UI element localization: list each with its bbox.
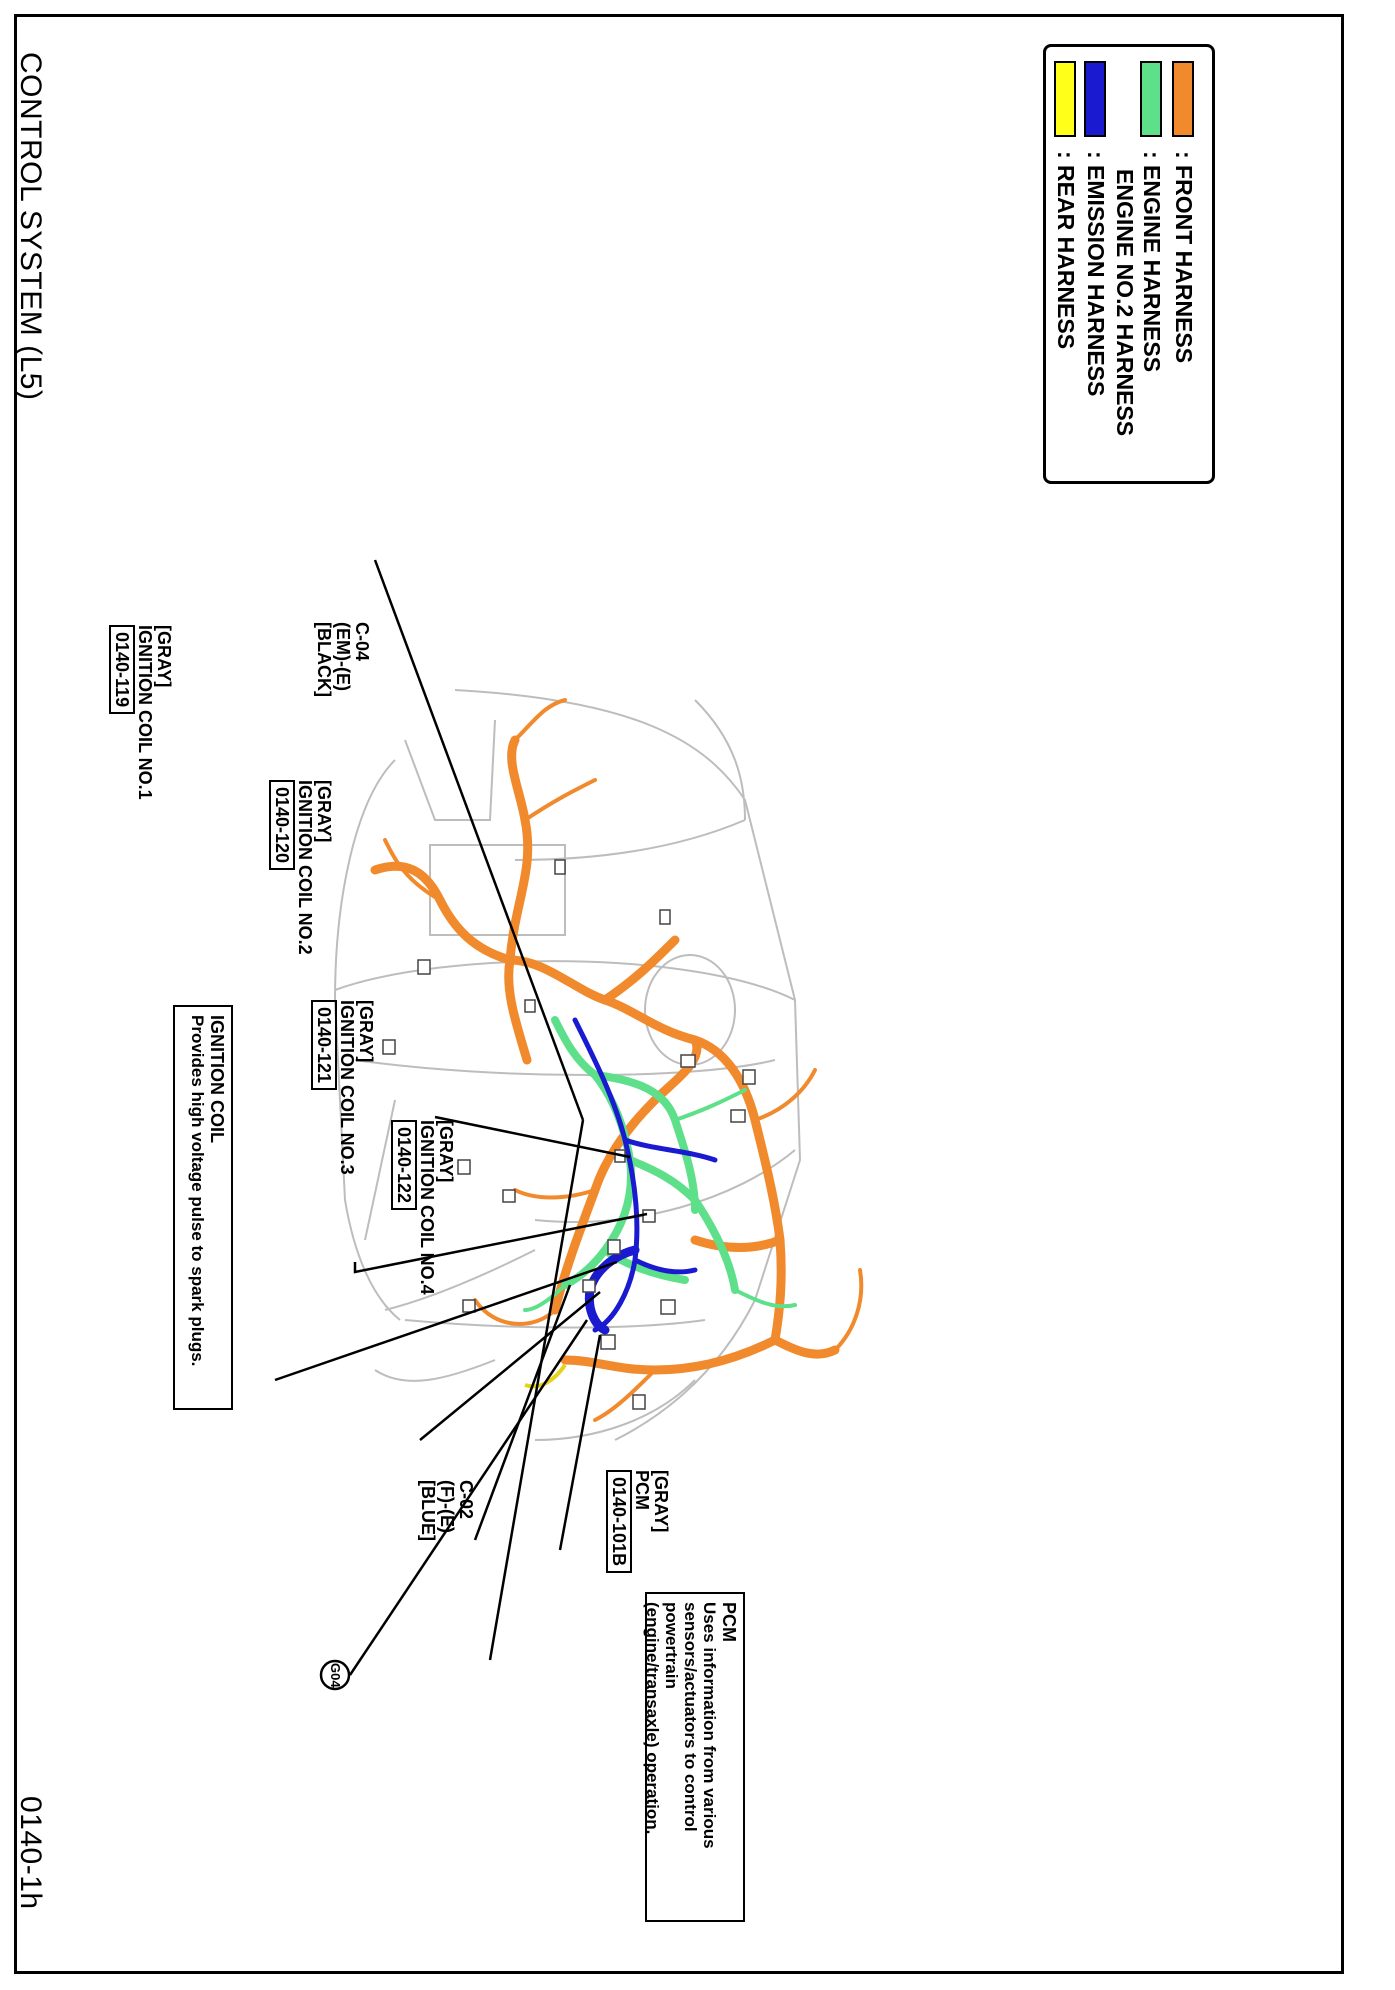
description-pcm-heading: PCM (719, 1602, 739, 1642)
callout-ignition-coil-2: [GRAY] IGNITION COIL NO.2 0140-120 (269, 780, 334, 955)
callout-c02: C-02 (F)-(E) [BLUE] (418, 1480, 476, 1541)
callout-pcm-name: PCM (632, 1470, 652, 1510)
callout-c02-mating: (F)-(E) (437, 1480, 457, 1533)
description-pcm-line-1: Uses information from various (700, 1602, 719, 1849)
callout-c02-color: [BLUE] (418, 1480, 438, 1541)
callout-c04-id: C-04 (352, 622, 372, 662)
callout-coil2-code: 0140-120 (269, 780, 295, 871)
description-ignition-coil: IGNITION COIL Provides high voltage puls… (173, 1005, 233, 1410)
callout-pcm-code: 0140-101B (606, 1470, 632, 1574)
emission-harness (572, 1017, 718, 1333)
engine-harness-branches (523, 1088, 797, 1312)
callout-ignition-coil-4: [GRAY] IGNITION COIL NO.4 0140-122 (391, 1120, 456, 1295)
callout-coil4-color: [GRAY] (436, 1120, 456, 1183)
callout-ignition-coil-3: [GRAY] IGNITION COIL NO.3 0140-121 (311, 1000, 376, 1175)
callout-c04: C-04 (EM)-(E) [BLACK] (314, 622, 372, 697)
callout-coil1-name: IGNITION COIL NO.1 (135, 625, 155, 800)
callout-ignition-coil-1: [GRAY] IGNITION COIL NO.1 0140-119 (109, 625, 174, 800)
callout-coil2-color: [GRAY] (314, 780, 334, 843)
callout-c02-id: C-02 (456, 1480, 476, 1520)
description-ignition-coil-heading: IGNITION COIL (207, 1015, 227, 1143)
page-frame (14, 14, 1344, 1974)
callout-coil2-name: IGNITION COIL NO.2 (295, 780, 315, 955)
callout-coil3-color: [GRAY] (356, 1000, 376, 1063)
connectors (382, 859, 756, 1410)
callout-coil1-color: [GRAY] (154, 625, 174, 688)
callout-pcm: [GRAY] PCM 0140-101B (606, 1470, 671, 1574)
callout-coil3-code: 0140-121 (311, 1000, 337, 1091)
rear-harness (524, 1363, 567, 1389)
callout-coil1-code: 0140-119 (109, 625, 135, 715)
description-ignition-coil-text: Provides high voltage pulse to spark plu… (188, 1015, 207, 1367)
callout-coil4-code: 0140-122 (391, 1120, 417, 1211)
description-pcm-line-3: (engine/transaxle) operation. (643, 1602, 662, 1835)
vehicle-outline (333, 689, 802, 1441)
description-pcm: PCM Uses information from various sensor… (643, 1592, 745, 1922)
callout-coil3-name: IGNITION COIL NO.3 (337, 1000, 357, 1175)
ground-point-circle (319, 1659, 351, 1691)
front-harness-branches (383, 698, 864, 1422)
callout-c04-mating: (EM)-(E) (333, 622, 353, 691)
description-pcm-line-2: sensors/actuators to control powertrain (662, 1602, 700, 1832)
callout-c04-color: [BLACK] (314, 622, 334, 697)
callout-pcm-color: [GRAY] (651, 1470, 671, 1533)
callout-coil4-name: IGNITION COIL NO.4 (417, 1120, 437, 1295)
ground-point-label: G04 (328, 1663, 343, 1688)
leader-lines (274, 559, 648, 1676)
